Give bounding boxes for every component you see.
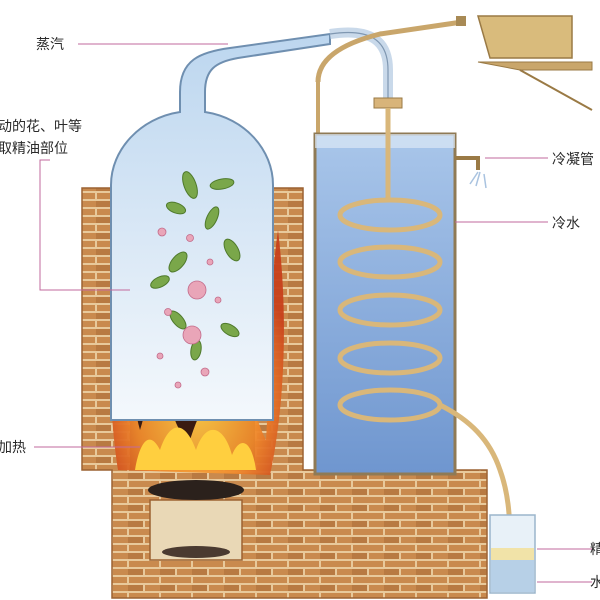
collection-beaker	[489, 514, 536, 594]
plant-material	[150, 171, 241, 389]
label-plant-parts-line2: 取精油部位	[0, 141, 68, 157]
label-water-partial: 水	[590, 575, 600, 591]
flower-icon	[156, 227, 222, 389]
leader-lines	[34, 43, 592, 583]
label-oil-partial: 精	[590, 542, 600, 558]
label-heating: 加热	[0, 440, 26, 456]
label-steam: 蒸汽	[36, 37, 64, 53]
leaf-icon	[150, 171, 241, 361]
coil-icon	[337, 108, 513, 541]
label-cold-water: 冷水	[552, 216, 580, 232]
label-plant-parts-line1: 动的花、叶等	[0, 118, 82, 135]
label-condenser: 冷凝管	[552, 152, 594, 168]
labels: 蒸汽 动的花、叶等 取精油部位 冷凝管 冷水 加热 精 水	[0, 37, 600, 591]
steam-pipe	[329, 27, 403, 109]
